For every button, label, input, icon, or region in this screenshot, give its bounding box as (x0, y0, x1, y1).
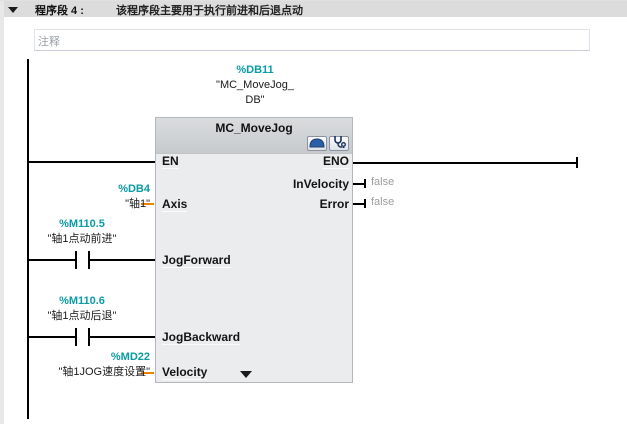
network-header-row[interactable] (4, 1, 627, 17)
jogforward-contact-bar-left[interactable] (75, 251, 77, 269)
velocity-operand-label[interactable]: %MD22 "轴1JOG速度设置" (18, 350, 150, 380)
instance-db-name-line2: DB" (245, 94, 265, 106)
pin-axis[interactable]: Axis (162, 197, 188, 212)
network-comment-field[interactable]: 注释 (34, 29, 590, 51)
diagnostics-button[interactable] (329, 135, 349, 153)
instance-db-label[interactable]: %DB11 "MC_MoveJog_ DB" (175, 63, 335, 108)
axis-operand-label[interactable]: %DB4 "轴1" (58, 182, 150, 212)
velocity-operand-connector (141, 372, 154, 374)
mc-movejog-block[interactable]: MC_MoveJog (155, 117, 353, 383)
jogbackward-operand-label[interactable]: %M110.6 "轴1点动后退" (12, 294, 152, 324)
window-left-edge (0, 1, 4, 424)
comment-placeholder: 注释 (38, 36, 60, 48)
pin-invelocity[interactable]: InVelocity (292, 177, 349, 191)
axis-operand-connector (141, 203, 154, 205)
jogforward-operand-label[interactable]: %M110.5 "轴1点动前进" (12, 217, 152, 247)
jogbackward-operand-name: "轴1点动后退" (47, 310, 117, 322)
velocity-operand-address: %MD22 (110, 351, 150, 363)
pin-jogforward[interactable]: JogForward (162, 253, 231, 268)
block-title-bar: MC_MoveJog (156, 118, 352, 154)
error-stub-tick (364, 199, 366, 208)
invelocity-monitor-value: false (371, 176, 395, 188)
jogbackward-contact-bar-right[interactable] (88, 328, 90, 346)
error-monitor-value: false (371, 196, 395, 208)
block-toolbar (307, 135, 349, 153)
jogforward-contact-bar-right[interactable] (88, 251, 90, 269)
power-rail (27, 59, 29, 419)
network-title-text: 该程序段主要用于执行前进和后退点动 (116, 5, 303, 17)
jogforward-operand-address: %M110.5 (59, 218, 105, 230)
jogbackward-wire-left (29, 336, 75, 338)
jogforward-operand-name: "轴1点动前进" (47, 233, 117, 245)
network-collapse-icon[interactable] (8, 7, 18, 13)
pin-eno[interactable]: ENO (322, 154, 349, 169)
axis-operand-address: %DB4 (118, 183, 150, 195)
jogbackward-operand-address: %M110.6 (59, 295, 105, 307)
pin-error[interactable]: Error (319, 197, 349, 211)
instance-db-address: %DB11 (236, 64, 274, 76)
invelocity-stub-tick (364, 179, 366, 188)
velocity-operand-name: "轴1JOG速度设置" (58, 366, 150, 378)
jogbackward-contact-bar-left[interactable] (75, 328, 77, 346)
jogbackward-wire-right (90, 336, 155, 338)
error-stub-wire (353, 203, 365, 205)
pin-velocity[interactable]: Velocity (162, 365, 208, 380)
jogforward-wire-right (90, 259, 155, 261)
pin-jogbackward[interactable]: JogBackward (162, 330, 241, 345)
invelocity-stub-wire (353, 183, 365, 185)
network-number-label: 程序段 4 : (35, 5, 84, 17)
eno-wire (353, 162, 577, 164)
block-title: MC_MoveJog (215, 121, 293, 135)
box-mode-button[interactable] (307, 136, 327, 151)
jogforward-wire-left (29, 259, 75, 261)
expand-parameters-icon[interactable] (240, 371, 252, 378)
en-wire (29, 161, 155, 163)
diagnostics-stethoscope-icon (332, 135, 346, 153)
instance-db-name-line1: "MC_MoveJog_ (216, 79, 294, 91)
eno-wire-end-tick (576, 157, 578, 168)
axis-operand-name: "轴1" (125, 198, 150, 210)
pin-en[interactable]: EN (162, 154, 179, 169)
box-mode-icon (309, 135, 325, 153)
